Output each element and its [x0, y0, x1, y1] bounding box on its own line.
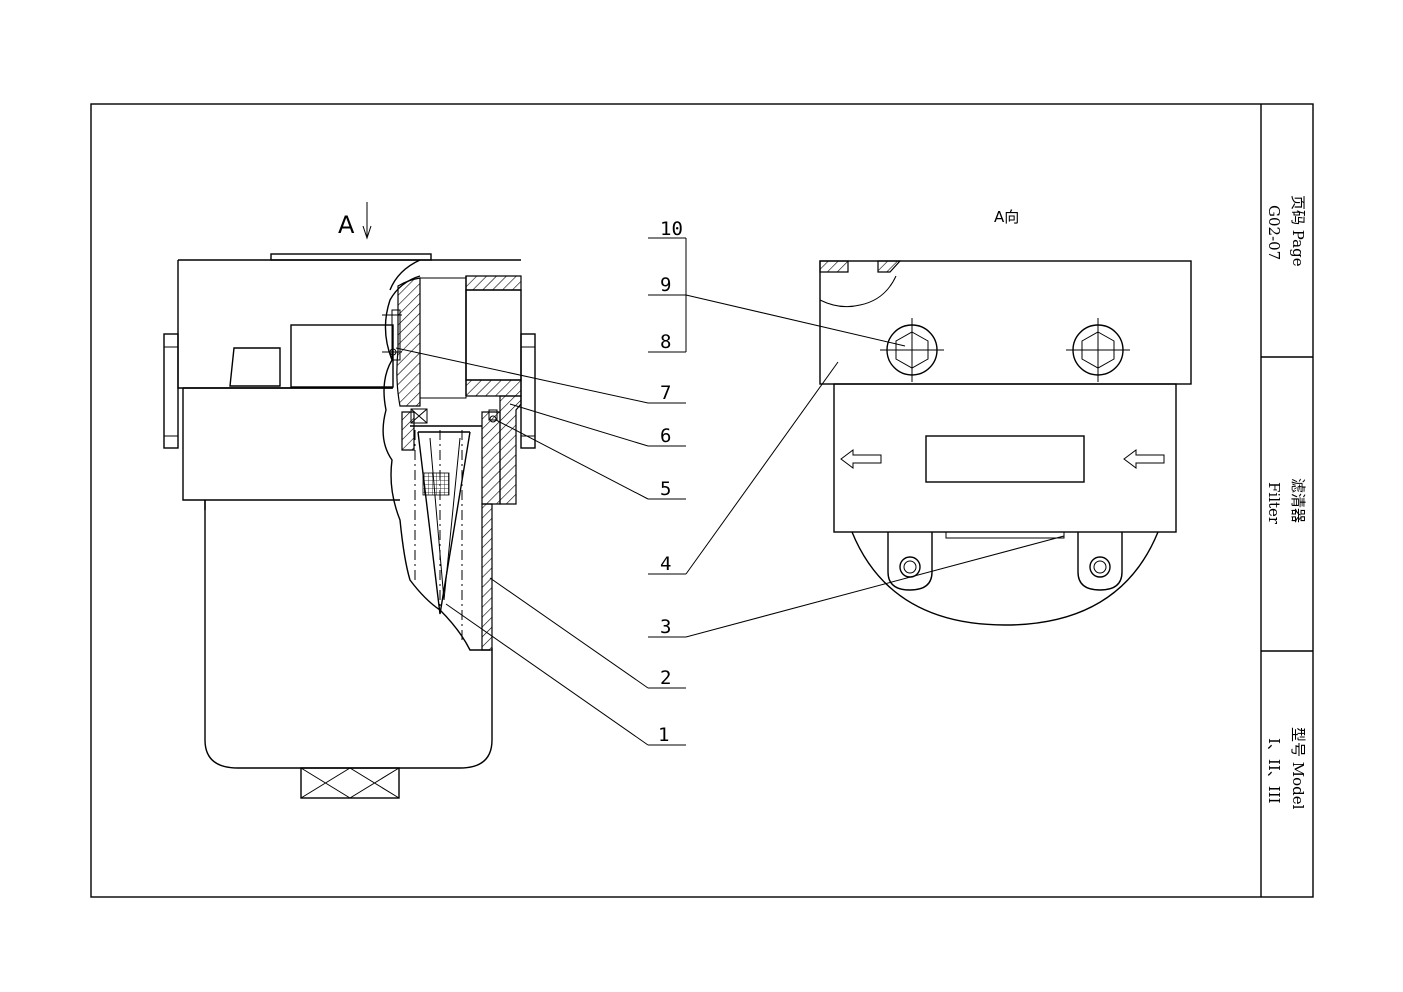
section-break-line: [382, 275, 490, 651]
part-label-2: 2: [660, 667, 671, 689]
view-title-a-direction: A向: [994, 208, 1019, 226]
part-label-1: 1: [658, 724, 669, 746]
bolt-hex-right: [1066, 318, 1130, 382]
title-block: 页码 Page G02-07 滤清器 Filter 型号 Model I、II、…: [1260, 104, 1313, 897]
bolt-hex-left: [880, 318, 944, 382]
a-direction-view: A向: [819, 208, 1192, 626]
model-label: 型号 Model: [1289, 727, 1307, 810]
flow-arrow-left-icon: [840, 449, 882, 469]
part-label-10: 10: [660, 218, 683, 240]
bowl-outline: [851, 531, 1159, 626]
part-label-6: 6: [660, 425, 671, 447]
page-label: 页码 Page: [1289, 195, 1307, 267]
part-label-4: 4: [660, 553, 671, 575]
part-label-9: 9: [660, 274, 671, 296]
model-values: I、II、III: [1265, 738, 1283, 804]
flow-arrow-right-icon: [1123, 449, 1165, 469]
part-name-en: Filter: [1265, 482, 1283, 525]
drawing-frame: [90, 103, 1314, 898]
part-label-8: 8: [660, 331, 671, 353]
part-label-5: 5: [660, 478, 671, 500]
filter-section-view: A: [163, 202, 536, 799]
page-code: G02-07: [1265, 205, 1283, 260]
part-label-7: 7: [660, 382, 671, 404]
part-name-cn: 滤清器: [1289, 478, 1307, 523]
drain-nut: [300, 767, 400, 799]
filter-mesh: [422, 472, 450, 496]
part-callouts: 10 9 8 7 6 5 4 3 2 1: [395, 218, 1065, 746]
part-label-3: 3: [660, 616, 671, 638]
head-block: [819, 260, 1192, 385]
view-marker-a: A: [338, 211, 355, 239]
nameplate: [925, 435, 1085, 483]
